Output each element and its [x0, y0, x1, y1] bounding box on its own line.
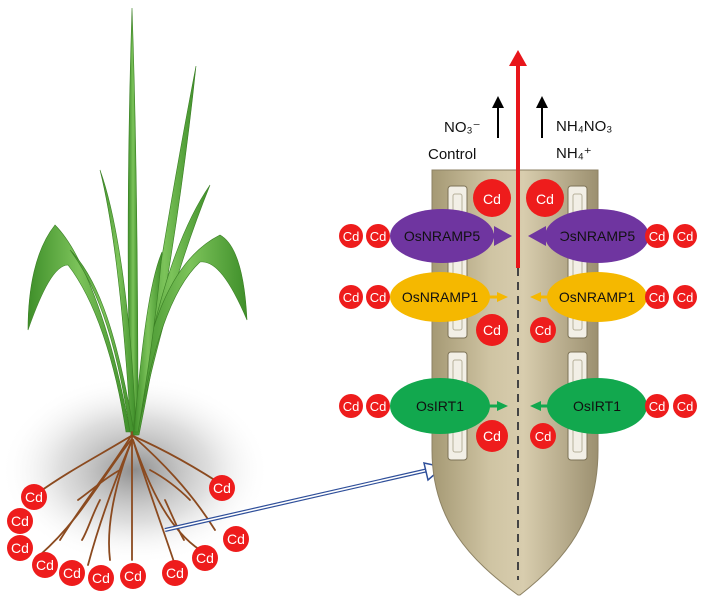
cd-ion: Cd	[59, 560, 85, 586]
plant-roots	[34, 431, 231, 566]
cd-ion: Cd	[366, 224, 390, 248]
irt1-row: Cd Cd OsIRT1 OsIRT1 Cd Cd	[339, 378, 697, 434]
nramp5-row: Cd Cd OsNRAMP5 OsNRAMP5 Cd Cd	[339, 209, 697, 263]
cd-ion: Cd	[162, 560, 188, 586]
svg-text:Cd: Cd	[370, 399, 387, 414]
cd-ion: Cd	[7, 508, 33, 534]
cd-ion: Cd	[673, 394, 697, 418]
cd-ion: Cd	[120, 563, 146, 589]
cd-ion: Cd	[366, 285, 390, 309]
treatment-arrows	[492, 96, 548, 138]
svg-text:Cd: Cd	[677, 399, 694, 414]
cd-ion: Cd	[673, 285, 697, 309]
svg-text:Cd: Cd	[25, 489, 43, 505]
rice-plant	[0, 7, 270, 566]
translocation-arrow	[509, 50, 527, 268]
soil-halo	[0, 375, 270, 565]
cd-ion-inner: Cd	[530, 423, 556, 449]
nh4-label: NH₄⁺	[556, 145, 592, 162]
svg-text:Cd: Cd	[649, 290, 666, 305]
nramp1-label-left: OsNRAMP1	[402, 289, 478, 305]
cd-ion-inner: Cd	[530, 317, 556, 343]
svg-text:Cd: Cd	[196, 550, 214, 566]
cd-ion: Cd	[645, 394, 669, 418]
svg-text:Cd: Cd	[677, 229, 694, 244]
svg-text:Cd: Cd	[483, 322, 501, 338]
svg-text:Cd: Cd	[343, 290, 360, 305]
nramp5-label-left: OsNRAMP5	[404, 228, 480, 244]
nramp5-transporter-left	[390, 209, 494, 263]
soil-cd-ions: Cd Cd Cd Cd Cd Cd Cd Cd Cd Cd Cd	[7, 475, 249, 591]
cd-ion-inner: Cd	[473, 179, 511, 217]
no3-label: NO₃⁻	[444, 119, 481, 136]
nramp5-label-right: OsNRAMP5	[559, 228, 635, 244]
svg-text:Cd: Cd	[483, 191, 501, 207]
svg-text:Cd: Cd	[343, 399, 360, 414]
cd-ion: Cd	[223, 526, 249, 552]
plant-leaves	[27, 7, 248, 436]
irt1-transporter-right	[547, 378, 647, 434]
svg-text:Cd: Cd	[536, 191, 554, 207]
irt1-label-right: OsIRT1	[573, 398, 621, 414]
svg-text:Cd: Cd	[370, 229, 387, 244]
nramp1-transporter-left	[390, 272, 490, 322]
cd-ion: Cd	[339, 224, 363, 248]
nh4no3-label: NH₄NO₃	[556, 118, 613, 135]
svg-text:Cd: Cd	[227, 531, 245, 547]
cd-ion: Cd	[32, 552, 58, 578]
svg-text:Cd: Cd	[483, 428, 501, 444]
svg-text:Cd: Cd	[535, 429, 552, 444]
cd-ion: Cd	[339, 285, 363, 309]
svg-text:Cd: Cd	[535, 323, 552, 338]
svg-text:Cd: Cd	[11, 540, 29, 556]
svg-text:Cd: Cd	[677, 290, 694, 305]
nramp1-transporter-right	[547, 272, 647, 322]
svg-text:Cd: Cd	[343, 229, 360, 244]
irt1-transporter-left	[390, 378, 490, 434]
cd-ion-inner: Cd	[476, 314, 508, 346]
svg-text:Cd: Cd	[11, 513, 29, 529]
cd-ion: Cd	[209, 475, 235, 501]
irt1-label-left: OsIRT1	[416, 398, 464, 414]
cd-ion: Cd	[645, 285, 669, 309]
svg-text:Cd: Cd	[370, 290, 387, 305]
svg-text:Cd: Cd	[63, 565, 81, 581]
cd-ion: Cd	[366, 394, 390, 418]
cd-ion: Cd	[88, 565, 114, 591]
svg-text:Cd: Cd	[166, 565, 184, 581]
cd-ion: Cd	[21, 484, 47, 510]
svg-text:Cd: Cd	[649, 229, 666, 244]
cd-ion: Cd	[673, 224, 697, 248]
nramp1-row: Cd Cd OsNRAMP1 OsNRAMP1 Cd Cd	[339, 272, 697, 322]
svg-text:Cd: Cd	[124, 568, 142, 584]
control-label: Control	[428, 146, 477, 163]
cd-ion: Cd	[339, 394, 363, 418]
cd-ion-inner: Cd	[526, 179, 564, 217]
svg-text:Cd: Cd	[92, 570, 110, 586]
cd-ion: Cd	[192, 545, 218, 571]
svg-text:Cd: Cd	[649, 399, 666, 414]
svg-text:Cd: Cd	[213, 480, 231, 496]
nramp1-label-right: OsNRAMP1	[559, 289, 635, 305]
cd-ion: Cd	[645, 224, 669, 248]
nramp5-transporter-right	[545, 209, 649, 263]
cd-ion-inner: Cd	[476, 420, 508, 452]
cd-ion: Cd	[7, 535, 33, 561]
svg-text:Cd: Cd	[36, 557, 54, 573]
